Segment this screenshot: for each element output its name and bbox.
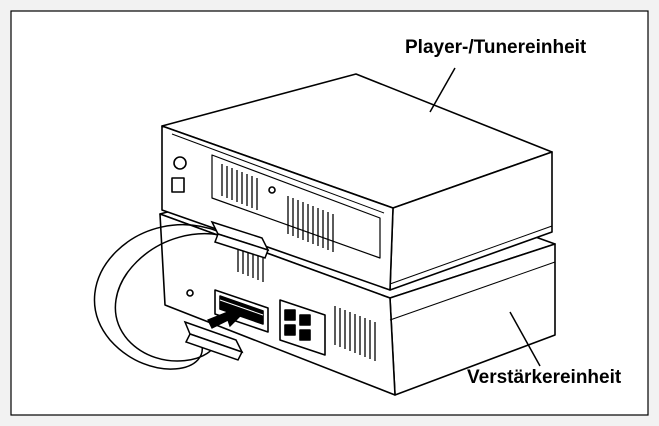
player-edge-detail — [389, 225, 553, 285]
lower-cable-plug — [183, 320, 244, 361]
player-recessed-panel — [211, 154, 381, 259]
player-vents-left — [221, 164, 258, 210]
insert-arrow-icon — [207, 304, 244, 329]
player-screw — [268, 186, 276, 194]
leader-line-player — [429, 67, 456, 113]
amplifier-vents-left — [237, 248, 264, 282]
upper-cable-plug — [210, 220, 270, 259]
player-inner-line — [171, 133, 385, 214]
player-tuner-unit — [161, 73, 553, 291]
amplifier-edge-detail — [389, 261, 556, 321]
amplifier-screw — [186, 289, 194, 297]
ribbon-cable — [93, 224, 233, 370]
player-port-icon — [171, 177, 185, 193]
amplifier-connector-socket — [214, 289, 269, 333]
player-vents-right — [287, 196, 334, 252]
label-player-tuner-unit: Player-/Tunereinheit — [405, 37, 587, 58]
leader-line-amplifier — [509, 311, 541, 367]
amplifier-back-face — [159, 213, 396, 396]
player-jack-icon — [173, 156, 187, 170]
speaker-terminals — [279, 299, 326, 356]
amplifier-vents-right — [334, 306, 376, 361]
label-amplifier-unit: Verstärkereinheit — [467, 367, 622, 388]
